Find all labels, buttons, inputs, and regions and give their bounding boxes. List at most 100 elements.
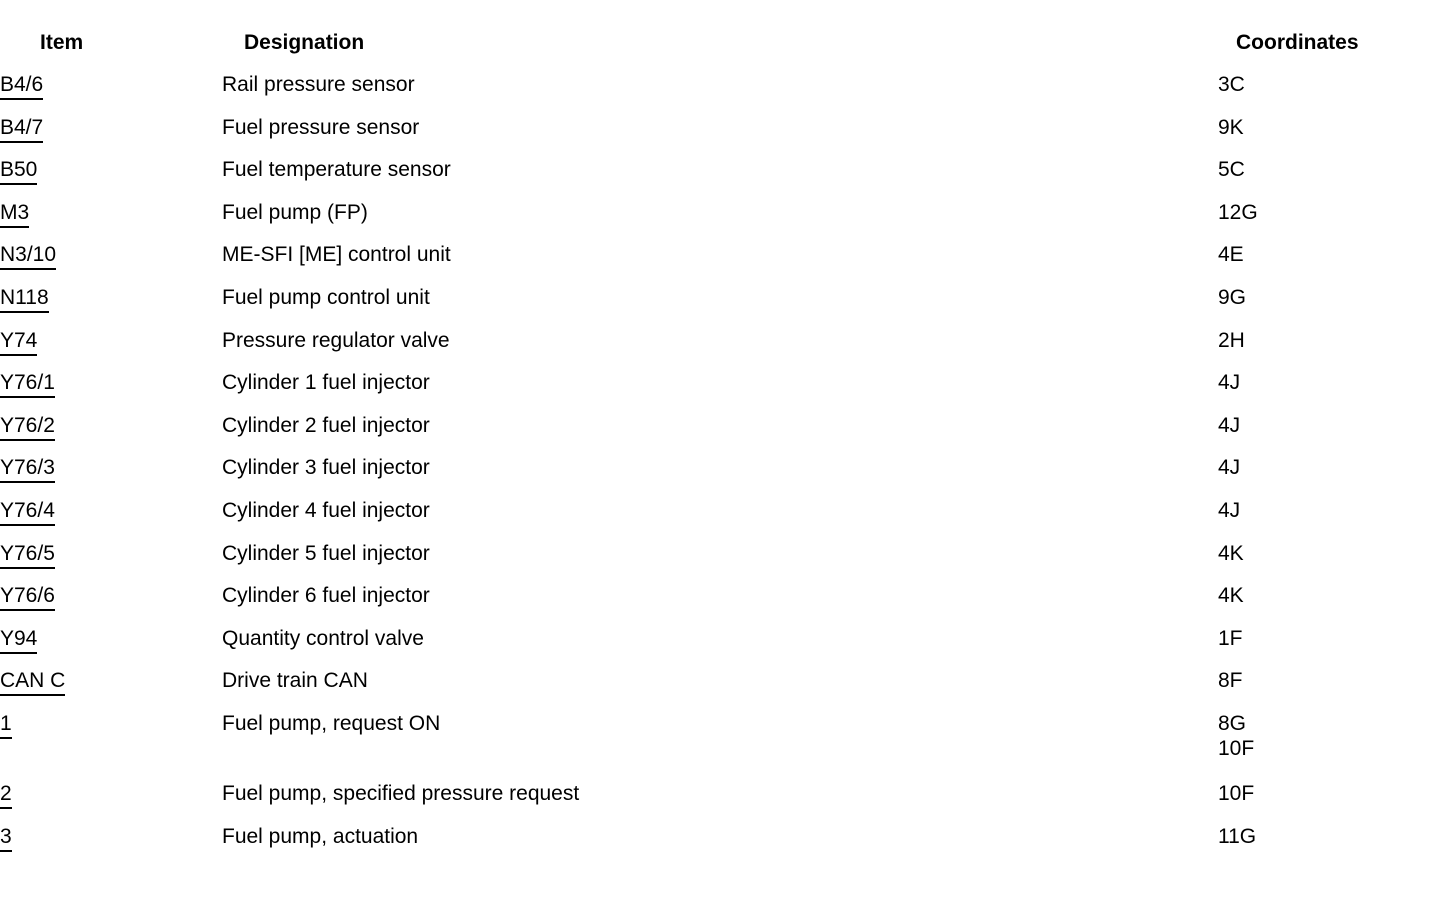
item-reference-label: CAN C [0,668,66,697]
cell-coordinates: 4J [1218,455,1456,498]
cell-designation: Rail pressure sensor [222,73,415,96]
cell-coordinates: 5C [1218,157,1456,200]
table-header-row: Item Designation Coordinates [0,30,1456,72]
cell-item: Y76/3 [0,455,222,498]
cell-designation: ME-SFI [ME] control unit [222,243,451,267]
cell-designation: Fuel pump control unit [222,285,430,309]
coordinate-secondary: 10F [1218,736,1255,760]
cell-item: B4/6 [0,72,222,115]
cell-coordinates: 4K [1218,583,1456,626]
cell-designation: Cylinder 2 fuel injector [222,413,430,437]
table-row: N118 Fuel pump control unit 9G [0,285,1456,328]
coordinate-primary: 4E [1218,243,1244,267]
cell-item: Y76/4 [0,498,222,541]
item-reference-label: Y76/3 [0,455,55,484]
cell-designation: Cylinder 5 fuel injector [222,541,430,565]
table-row: Y76/4 Cylinder 4 fuel injector 4J [0,498,1456,541]
cell-coordinates: 2H [1218,328,1456,371]
cell-item: Y76/2 [0,413,222,456]
cell-coordinates: 9G [1218,285,1456,328]
item-reference-label: N118 [0,285,49,313]
item-reference-label: Y76/4 [0,498,55,526]
cell-designation: Fuel pump (FP) [222,200,368,224]
item-reference-label: Y76/5 [0,541,55,569]
cell-designation: Fuel pressure sensor [222,115,420,139]
cell-designation: Fuel temperature sensor [222,158,451,182]
table-row: Y94 Quantity control valve 1F [0,626,1456,669]
cell-coordinates: 1F [1218,626,1456,669]
item-reference-label: Y76/6 [0,583,55,612]
cell-coordinates: 11G [1218,824,1456,867]
cell-item: Y76/6 [0,583,222,626]
cell-item: B50 [0,157,222,200]
cell-item: N3/10 [0,242,222,285]
cell-designation: Pressure regulator valve [222,328,450,352]
coordinate-primary: 11G [1218,824,1257,848]
cell-designation: Quantity control valve [222,626,424,650]
table-row: CAN C Drive train CAN 8F [0,668,1456,711]
cell-item: N118 [0,285,222,328]
cell-item: Y74 [0,328,222,371]
item-reference-label: 1 [0,711,12,739]
cell-item: 1 [0,711,222,781]
cell-designation: Drive train CAN [222,669,368,693]
coordinate-primary: 1F [1218,626,1243,650]
column-header-item: Item [40,31,84,54]
coordinate-primary: 4K [1218,541,1244,565]
item-reference-label: 3 [0,824,12,852]
coordinate-primary: 4J [1218,456,1241,480]
cell-item: 3 [0,824,222,867]
table-header: Item Designation Coordinates [0,30,1456,72]
table-row: B4/6 Rail pressure sensor 3C [0,72,1456,115]
cell-coordinates: 4K [1218,541,1456,584]
cell-designation: Fuel pump, request ON [222,711,441,735]
table-row: Y76/3 Cylinder 3 fuel injector 4J [0,455,1456,498]
column-header-coordinates: Coordinates [1236,31,1359,54]
coordinate-primary: 5C [1218,158,1245,182]
cell-coordinates: 4E [1218,242,1456,285]
table-row: Y74 Pressure regulator valve 2H [0,328,1456,371]
item-reference-label: B4/6 [0,72,44,100]
item-reference-label: 2 [0,781,12,809]
cell-designation: Fuel pump, specified pressure request [222,781,580,805]
table-row: Y76/6 Cylinder 6 fuel injector 4K [0,583,1456,626]
cell-coordinates: 4J [1218,413,1456,456]
cell-coordinates: 9K [1218,115,1456,158]
item-reference-label: Y76/2 [0,413,55,441]
table-body: B4/6 Rail pressure sensor 3C B4/7 Fuel press… [0,72,1456,866]
coordinate-primary: 4J [1218,413,1241,437]
cell-item: Y76/1 [0,370,222,413]
cell-designation: Fuel pump, actuation [222,824,419,848]
cell-item: CAN C [0,668,222,711]
table-row: Y76/5 Cylinder 5 fuel injector 4K [0,541,1456,584]
cell-coordinates: 10F [1218,781,1456,824]
cell-coordinates: 12G [1218,200,1456,243]
item-reference-label: N3/10 [0,242,57,271]
column-header-designation: Designation [244,31,365,54]
table-row: 3 Fuel pump, actuation 11G [0,824,1456,867]
cell-coordinates: 4J [1218,498,1456,541]
cell-item: 2 [0,781,222,824]
cell-designation: Cylinder 4 fuel injector [222,498,430,522]
coordinate-primary: 8F [1218,669,1243,693]
cell-item: Y76/5 [0,541,222,584]
cell-item: Y94 [0,626,222,669]
cell-designation: Cylinder 6 fuel injector [222,584,430,608]
cell-coordinates: 3C [1218,72,1456,115]
item-reference-label: B4/7 [0,115,44,143]
table-row: Y76/2 Cylinder 2 fuel injector 4J [0,413,1456,456]
item-reference-label: Y94 [0,626,38,654]
cell-item: M3 [0,200,222,243]
table-row: 2 Fuel pump, specified pressure request 10… [0,781,1456,824]
coordinate-primary: 4J [1218,371,1241,395]
cell-designation: Cylinder 1 fuel injector [222,371,430,395]
cell-coordinates: 4J [1218,370,1456,413]
cell-item: B4/7 [0,115,222,158]
item-reference-label: Y74 [0,328,38,356]
cell-designation: Cylinder 3 fuel injector [222,456,430,480]
